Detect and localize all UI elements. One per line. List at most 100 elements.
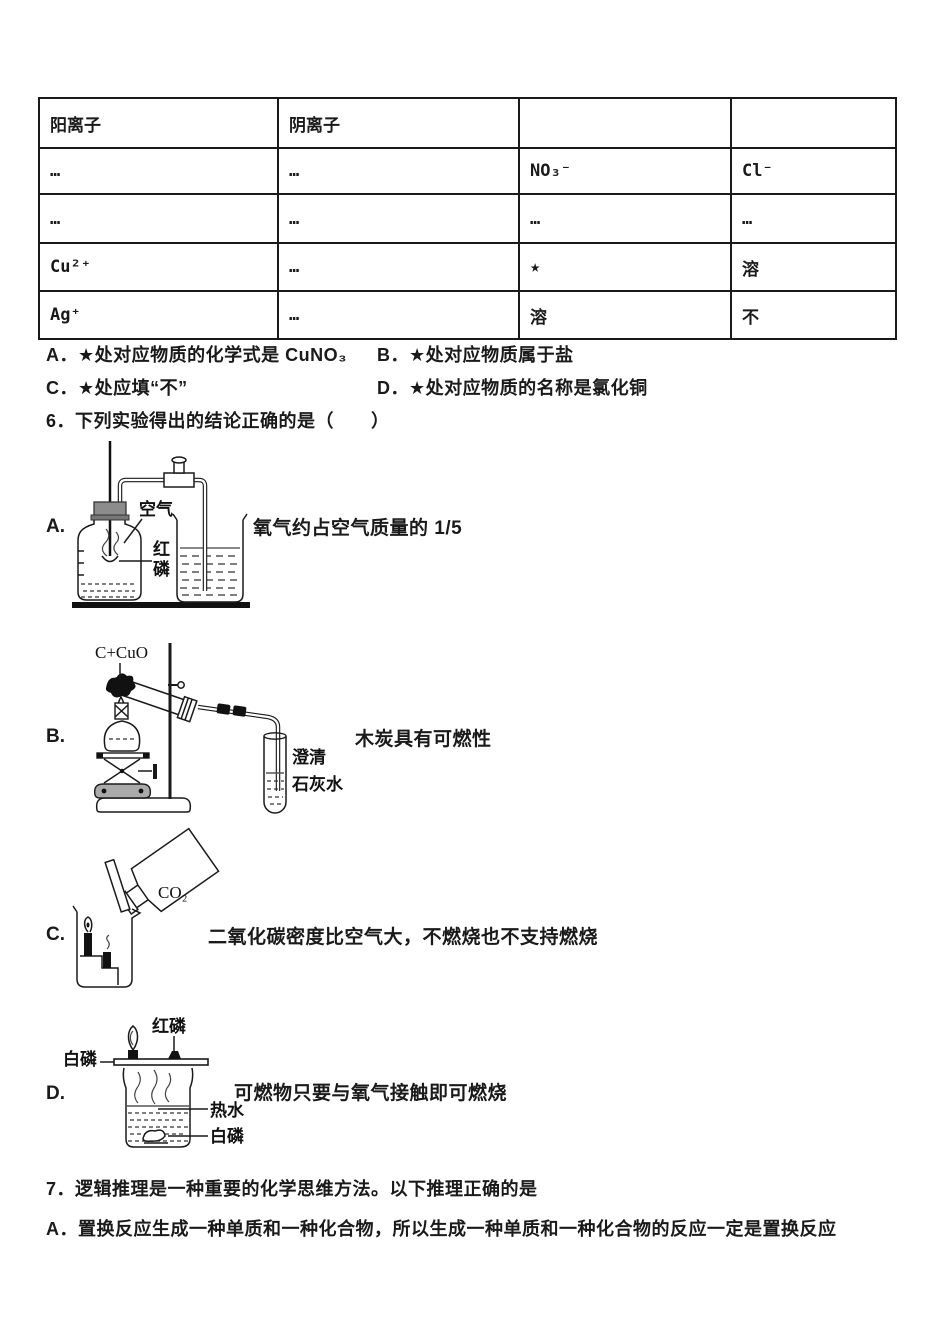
experiment-a-diagram: 空气 红 磷 xyxy=(72,441,250,608)
experiment-b-letter: B. xyxy=(46,726,65,747)
flame xyxy=(127,1025,139,1051)
experiment-b-diagram: C+CuO 澄清 石灰水 xyxy=(93,643,344,814)
experiment-d-conclusion: 可燃物只要与氧气接触即可燃烧 xyxy=(234,1083,508,1104)
glass-lid xyxy=(104,858,131,913)
table-cell-copper: Cu²⁺ xyxy=(38,242,279,292)
hot-water-beaker xyxy=(122,1067,194,1148)
experiment-a-conclusion: 氧气约占空气质量的 1/5 xyxy=(253,518,463,539)
table-cell: … xyxy=(518,193,732,244)
hot-water-label: 热水 xyxy=(210,1100,245,1120)
table-cell: … xyxy=(730,193,897,244)
q5-option-b: B．★处对应物质属于盐 xyxy=(377,341,574,367)
bottle-water-dashes xyxy=(81,583,137,598)
table-cell: 溶 xyxy=(518,290,732,340)
table-cell-nitrate: NO₃⁻ xyxy=(518,147,732,195)
option-label: A． xyxy=(46,345,78,365)
beaker xyxy=(172,513,248,603)
question-6-stem: 6．下列实验得出的结论正确的是（ ） xyxy=(46,407,390,433)
experiment-c-diagram: CO₂ xyxy=(72,827,220,988)
air-label: 空气 xyxy=(139,499,173,519)
table-cell: 溶 xyxy=(730,242,897,292)
q5-option-d: D．★处对应物质的名称是氯化铜 xyxy=(377,374,648,400)
table-cell: 不 xyxy=(730,290,897,340)
lab-jack xyxy=(93,752,157,799)
gas-delivery-tube xyxy=(197,703,281,791)
q5-option-a: A．★处对应物质的化学式是 CuNO₃ xyxy=(46,341,347,367)
table-cell: … xyxy=(38,147,279,195)
solubility-table: 阳离子 阴离子 … … NO₃⁻ Cl⁻ … … … … Cu²⁺ … ★ xyxy=(38,97,897,340)
red-phosphorus-mound xyxy=(168,1051,181,1059)
white-phosphorus-piece xyxy=(128,1050,138,1059)
white-phosphorus-lump xyxy=(142,1129,166,1142)
q7-option-a: A．置换反应生成一种单质和一种化合物，所以生成一种单质和一种化合物的反应一定是置… xyxy=(46,1215,837,1241)
experiment-d-diagram: 红磷 白磷 热水 白磷 xyxy=(63,1016,245,1148)
experiment-d-letter: D. xyxy=(46,1083,65,1104)
option-label: C． xyxy=(46,378,78,398)
q5-option-c: C．★处应填“不” xyxy=(46,374,188,400)
lamp-body xyxy=(103,720,141,752)
table-cell-chloride: Cl⁻ xyxy=(730,147,897,195)
white-phosphorus-water-label: 白磷 xyxy=(210,1126,245,1146)
co2-bottle xyxy=(117,827,220,916)
graduation-ticks xyxy=(78,550,84,576)
question-text: 下列实验得出的结论正确的是（ ） xyxy=(75,411,390,431)
reactants-label: C+CuO xyxy=(95,643,148,662)
limewater-label-2: 石灰水 xyxy=(291,774,344,794)
gas-bottle xyxy=(77,441,142,601)
option-label: B． xyxy=(377,345,409,365)
limewater-label-1: 澄清 xyxy=(292,747,326,767)
water-dashes xyxy=(180,555,240,596)
table-cell: … xyxy=(38,193,279,244)
limewater-test-tube xyxy=(263,732,287,814)
tall-candle-flame xyxy=(83,916,93,933)
experiment-c-conclusion: 二氧化碳密度比空气大，不燃烧也不支持燃烧 xyxy=(208,927,599,948)
alcohol-lamp xyxy=(103,695,141,752)
question-number: 6． xyxy=(46,411,76,431)
table-header-anion: 阴离子 xyxy=(277,97,520,149)
smoke xyxy=(101,528,120,557)
experiment-a-letter: A. xyxy=(46,516,65,537)
option-text: 置换反应生成一种单质和一种化合物，所以生成一种单质和一种化合物的反应一定是置换反… xyxy=(78,1219,837,1239)
red-phosphorus-label: 红磷 xyxy=(152,1016,187,1036)
stopper-lip xyxy=(90,514,130,521)
white-phosphorus-plate-label: 白磷 xyxy=(63,1049,98,1069)
table-cell-star: ★ xyxy=(518,242,732,292)
fumes xyxy=(134,1069,172,1105)
short-candle xyxy=(103,952,111,968)
table-cell: … xyxy=(277,147,520,195)
bench-line xyxy=(72,602,250,608)
table-cell: … xyxy=(277,242,520,292)
question-7-stem: 7．逻辑推理是一种重要的化学思维方法。以下推理正确的是 xyxy=(46,1175,538,1201)
iron-stand xyxy=(95,643,192,813)
option-label: A． xyxy=(46,1219,78,1239)
metal-plate xyxy=(113,1058,209,1066)
air-pointer xyxy=(123,518,143,544)
tall-candle xyxy=(84,933,92,956)
co2-label: CO₂ xyxy=(158,883,188,902)
experiment-c-letter: C. xyxy=(46,924,65,945)
table-cell: … xyxy=(277,290,520,340)
steps xyxy=(80,955,119,985)
red-phosphorus-label-1: 红 xyxy=(153,539,170,559)
delivery-tube xyxy=(117,456,208,591)
red-phosphorus-label-2: 磷 xyxy=(153,559,171,579)
short-candle-smoke xyxy=(106,934,110,950)
option-label: D． xyxy=(377,378,409,398)
option-text: ★处对应物质属于盐 xyxy=(409,345,574,365)
charcoal-sample xyxy=(105,673,136,698)
candle-beaker xyxy=(72,905,142,988)
table-header-blank-1 xyxy=(518,97,732,149)
valve xyxy=(163,456,195,488)
option-text: ★处对应物质的化学式是 CuNO₃ xyxy=(78,345,347,365)
table-cell: … xyxy=(277,193,520,244)
combustion-spoon xyxy=(101,555,119,563)
table-header-blank-2 xyxy=(730,97,897,149)
jack-base xyxy=(93,783,152,799)
experiment-b-conclusion: 木炭具有可燃性 xyxy=(355,729,492,750)
table-cell-silver: Ag⁺ xyxy=(38,290,279,340)
option-text: ★处对应物质的名称是氯化铜 xyxy=(409,378,648,398)
question-text: 逻辑推理是一种重要的化学思维方法。以下推理正确的是 xyxy=(75,1179,538,1199)
question-number: 7． xyxy=(46,1179,76,1199)
table-header-cation: 阳离子 xyxy=(38,97,279,149)
